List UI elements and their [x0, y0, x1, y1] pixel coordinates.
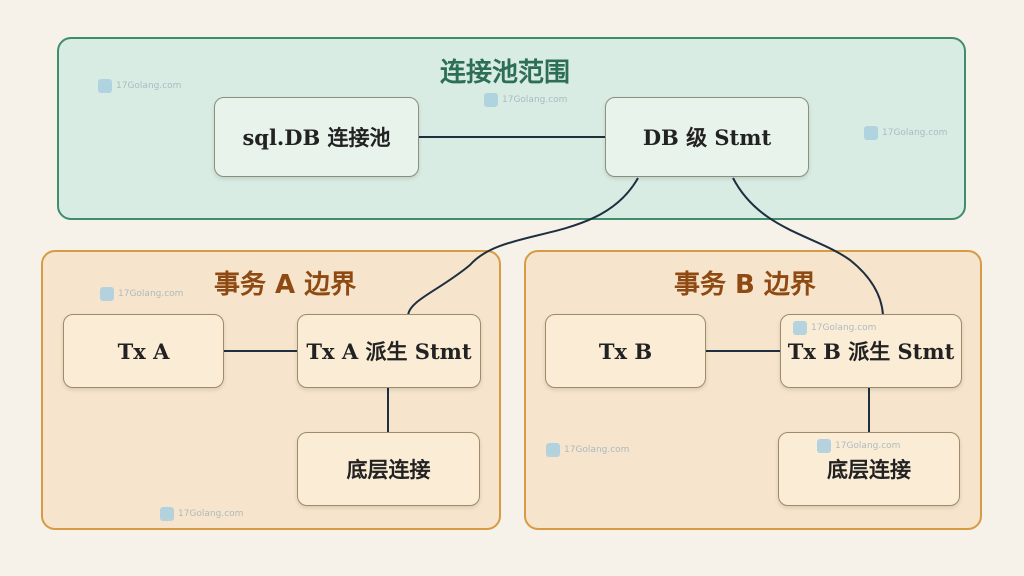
watermark-logo-icon [98, 79, 112, 93]
watermark-logo-icon [484, 93, 498, 107]
watermark-logo-icon [160, 507, 174, 521]
watermark: 17Golang.com [793, 321, 876, 335]
watermark-logo-icon [864, 126, 878, 140]
watermark: 17Golang.com [98, 79, 181, 93]
watermark-logo-icon [817, 439, 831, 453]
pool-region-title: 连接池范围 [440, 58, 571, 88]
watermark: 17Golang.com [100, 287, 183, 301]
watermark: 17Golang.com [484, 93, 567, 107]
tx-a-node: Tx A [63, 314, 224, 388]
tx-a-region-title: 事务 A 边界 [214, 270, 357, 300]
watermark-logo-icon [546, 443, 560, 457]
tx-b-region-title: 事务 B 边界 [674, 270, 816, 300]
tx-a-stmt-node: Tx A 派生 Stmt [297, 314, 481, 388]
tx-b-conn-node: 底层连接 [778, 432, 960, 506]
watermark: 17Golang.com [160, 507, 243, 521]
sqldb-pool-node: sql.DB 连接池 [214, 97, 419, 177]
watermark: 17Golang.com [817, 439, 900, 453]
watermark-logo-icon [793, 321, 807, 335]
db-stmt-node: DB 级 Stmt [605, 97, 809, 177]
watermark-logo-icon [100, 287, 114, 301]
watermark: 17Golang.com [546, 443, 629, 457]
watermark: 17Golang.com [864, 126, 947, 140]
tx-b-node: Tx B [545, 314, 706, 388]
tx-a-conn-node: 底层连接 [297, 432, 480, 506]
tx-b-stmt-node: Tx B 派生 Stmt [780, 314, 962, 388]
